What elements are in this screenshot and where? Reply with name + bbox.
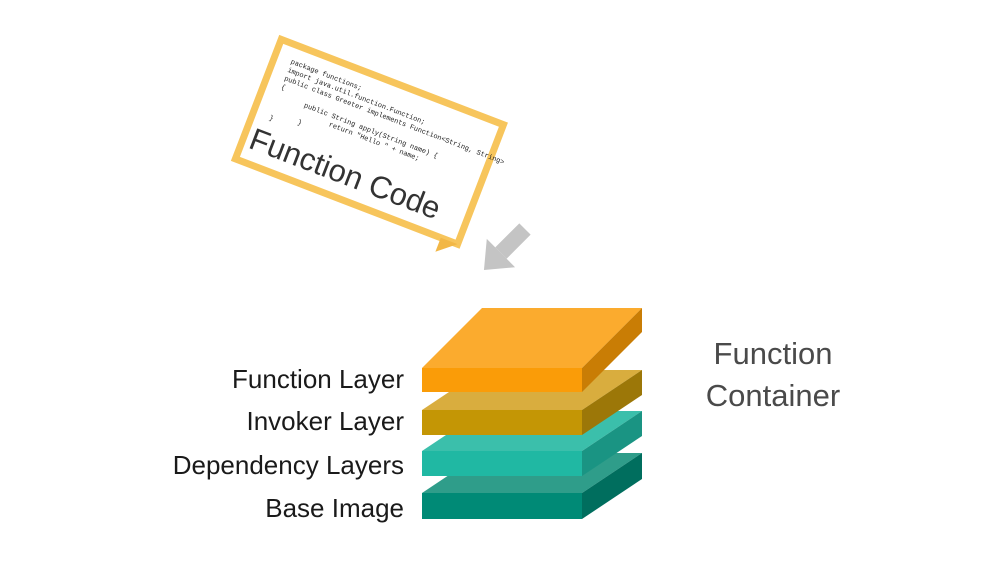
base-image-label: Base Image — [265, 493, 404, 523]
code-line: { — [280, 84, 287, 93]
code-card-fold — [435, 237, 458, 252]
function-layer-label: Function Layer — [232, 364, 404, 394]
function-container-label-line2: Container — [706, 378, 840, 413]
function-code-card: package functions; import java.util.func… — [230, 34, 508, 252]
invoker-layer-label: Invoker Layer — [246, 406, 404, 436]
function-container-label-line1: Function — [714, 336, 833, 371]
code-card-frame — [230, 34, 508, 249]
function-layer-slab — [422, 308, 642, 392]
arrow-down-right-icon — [483, 223, 531, 271]
code-line: } — [268, 115, 275, 124]
code-line: } — [296, 119, 303, 128]
dependency-layers-label: Dependency Layers — [173, 450, 404, 480]
